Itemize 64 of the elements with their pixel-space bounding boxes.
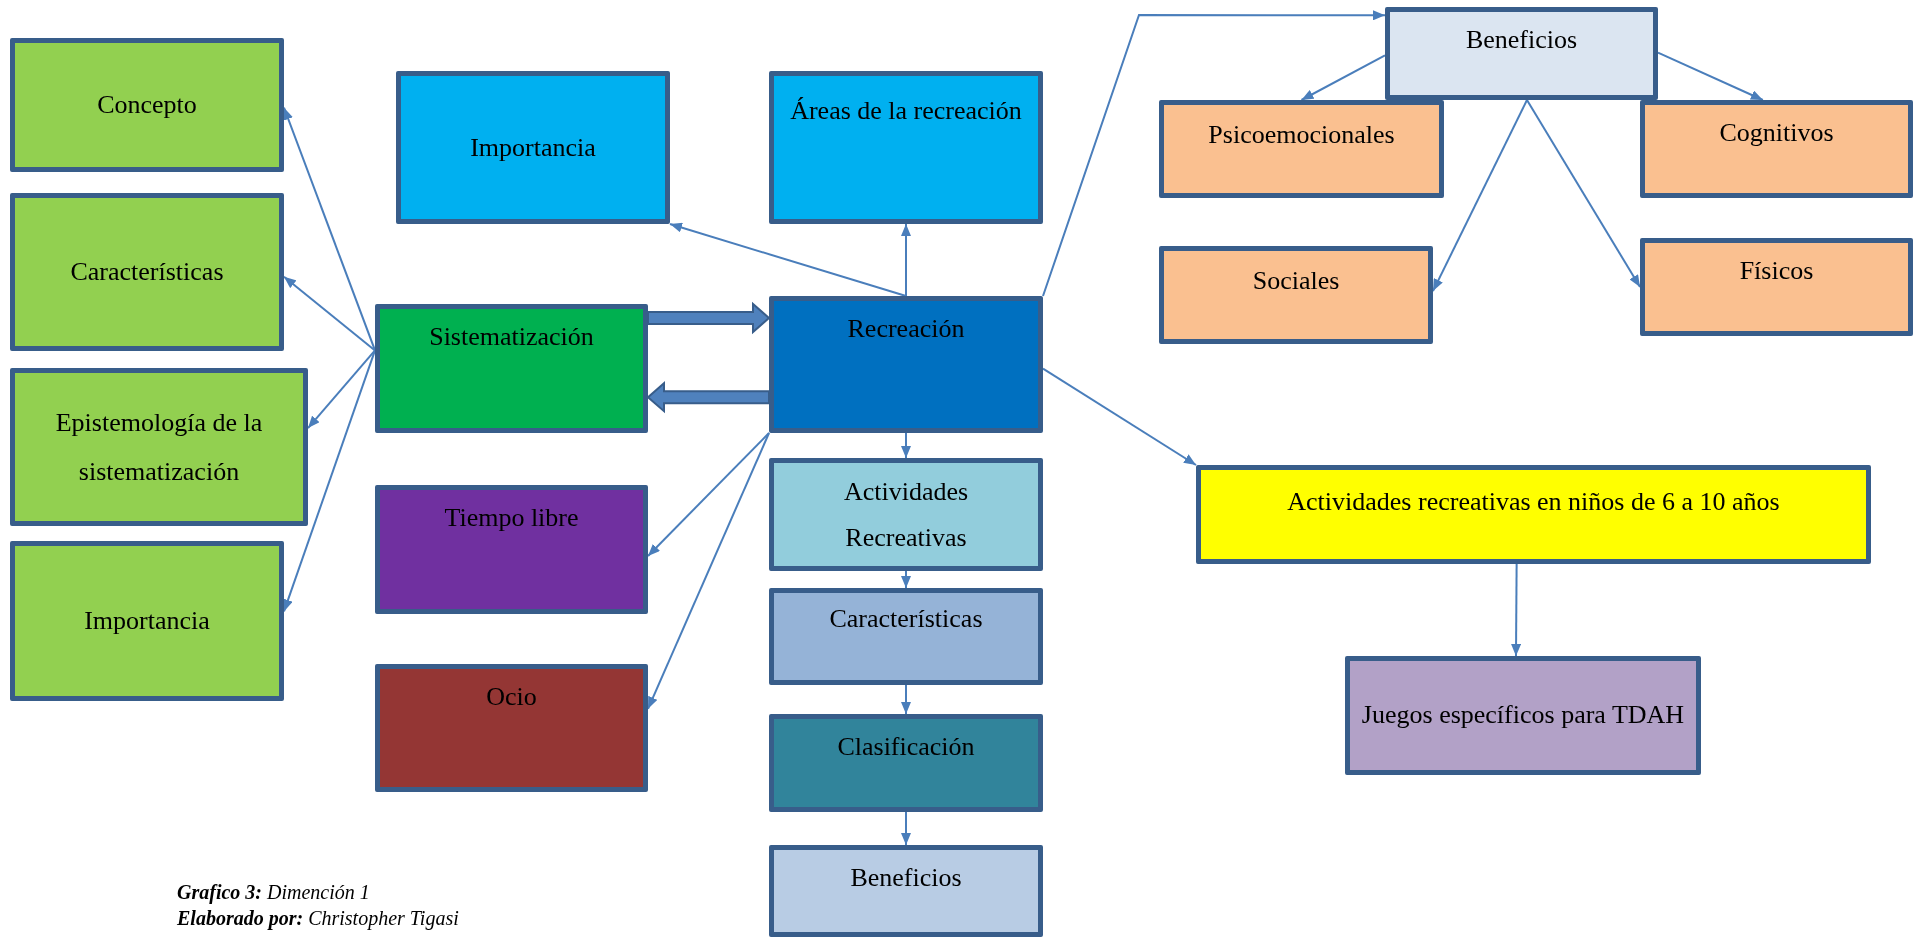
topic-label: Ocio xyxy=(486,681,537,713)
arrow xyxy=(1042,10,1386,297)
topic-label: Beneficios xyxy=(850,862,962,894)
topic-box xyxy=(10,541,284,701)
topic-box xyxy=(769,458,1043,571)
topic-label: Características xyxy=(70,256,224,288)
topic-box xyxy=(769,845,1043,937)
topic-box xyxy=(769,296,1043,433)
topic-label: Juegos específicos para TDAH xyxy=(1361,699,1685,732)
topic-label: Recreación xyxy=(847,313,965,345)
topic-box xyxy=(10,193,284,351)
arrow xyxy=(647,432,770,710)
topic-box xyxy=(1385,7,1658,100)
topic-label: Sociales xyxy=(1252,265,1340,297)
block-arrow xyxy=(646,380,770,414)
topic-box xyxy=(1159,100,1444,198)
arrow xyxy=(1432,99,1528,293)
block-arrow xyxy=(647,301,771,335)
topic-label: Físicos xyxy=(1739,255,1814,287)
topic-box xyxy=(1345,656,1701,775)
arrow xyxy=(901,684,911,715)
topic-box xyxy=(1640,100,1913,198)
topic-box xyxy=(1196,465,1871,564)
topic-box xyxy=(1159,246,1433,344)
topic-label: Áreas de la recreación xyxy=(790,95,1022,127)
topic-box xyxy=(769,588,1043,685)
topic-box xyxy=(375,304,648,433)
arrow xyxy=(1657,51,1764,101)
topic-label: Concepto xyxy=(97,89,197,121)
author-note: Elaborado por: Christopher Tigasi xyxy=(177,906,459,930)
topic-label: Psicoemocionales xyxy=(1208,119,1395,151)
topic-label: Sistematización xyxy=(429,321,594,353)
arrow xyxy=(901,432,911,459)
arrow xyxy=(647,432,770,557)
topic-box xyxy=(1640,238,1913,336)
topic-label: Actividades Recreativas xyxy=(842,476,970,554)
topic-box xyxy=(396,71,670,224)
caption: Grafico 3: Dimención 1 xyxy=(177,880,370,904)
topic-box xyxy=(10,38,284,172)
topic-label: Características xyxy=(829,603,983,635)
arrow xyxy=(1511,563,1522,657)
arrow xyxy=(307,349,376,430)
topic-box xyxy=(375,664,648,792)
topic-box xyxy=(375,485,648,614)
topic-label: Tiempo libre xyxy=(444,502,579,534)
arrow xyxy=(1042,367,1197,466)
arrow xyxy=(901,570,911,589)
topic-label: Epistemología de la sistematización xyxy=(54,406,264,488)
arrow xyxy=(1525,99,1641,288)
arrow xyxy=(901,223,911,297)
topic-box xyxy=(769,71,1043,224)
topic-label: Actividades recreativas en niños de 6 a 10 años xyxy=(1287,486,1780,518)
topic-label: Cognitivos xyxy=(1719,117,1834,149)
topic-label: Importancia xyxy=(84,605,210,637)
arrow xyxy=(283,275,376,352)
topic-label: Importancia xyxy=(470,131,596,164)
topic-label: Beneficios xyxy=(1465,24,1578,56)
topic-label: Clasificación xyxy=(837,731,975,763)
arrow xyxy=(901,811,911,846)
arrow xyxy=(283,106,376,352)
arrow xyxy=(1300,54,1386,101)
arrow xyxy=(669,222,907,297)
topic-box xyxy=(10,368,308,526)
topic-box xyxy=(769,714,1043,812)
